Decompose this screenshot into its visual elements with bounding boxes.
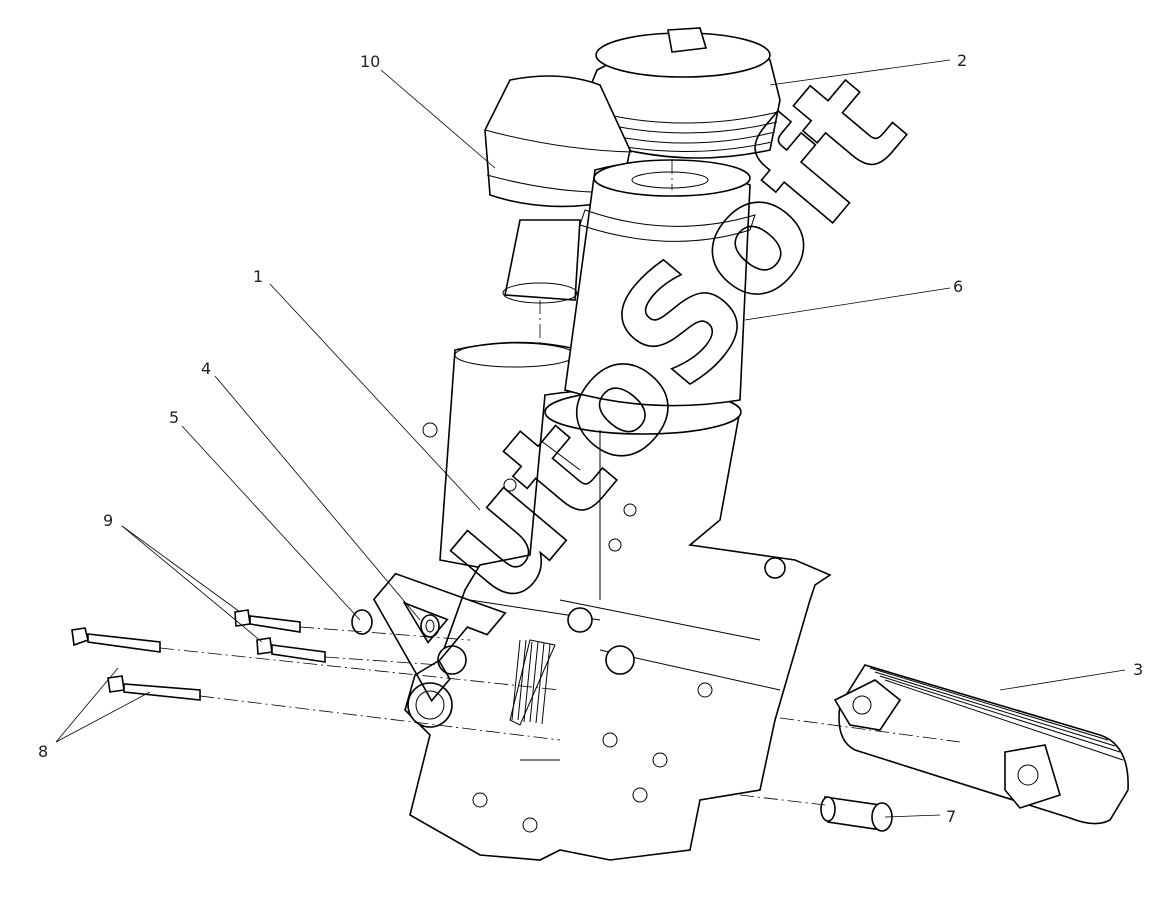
- callout-3: 3: [1133, 660, 1143, 679]
- callout-6: 6: [953, 277, 963, 296]
- assembly-axes: [159, 160, 961, 806]
- callout-7: 7: [946, 807, 956, 826]
- callout-labels: 1 2 3 4 5 6 7 8 9 10: [38, 51, 1143, 826]
- callout-1: 1: [253, 267, 263, 286]
- callout-2: 2: [957, 51, 967, 70]
- filter-cap: [584, 27, 781, 159]
- leader-lines: [55, 59, 1126, 818]
- callout-9: 9: [103, 511, 113, 530]
- callout-4: 4: [201, 359, 211, 378]
- callout-8: 8: [38, 742, 48, 761]
- callout-5: 5: [169, 408, 179, 427]
- bolts-and-seals: [71, 609, 893, 832]
- oil-cooler: [833, 664, 1129, 825]
- callout-10: 10: [360, 52, 380, 71]
